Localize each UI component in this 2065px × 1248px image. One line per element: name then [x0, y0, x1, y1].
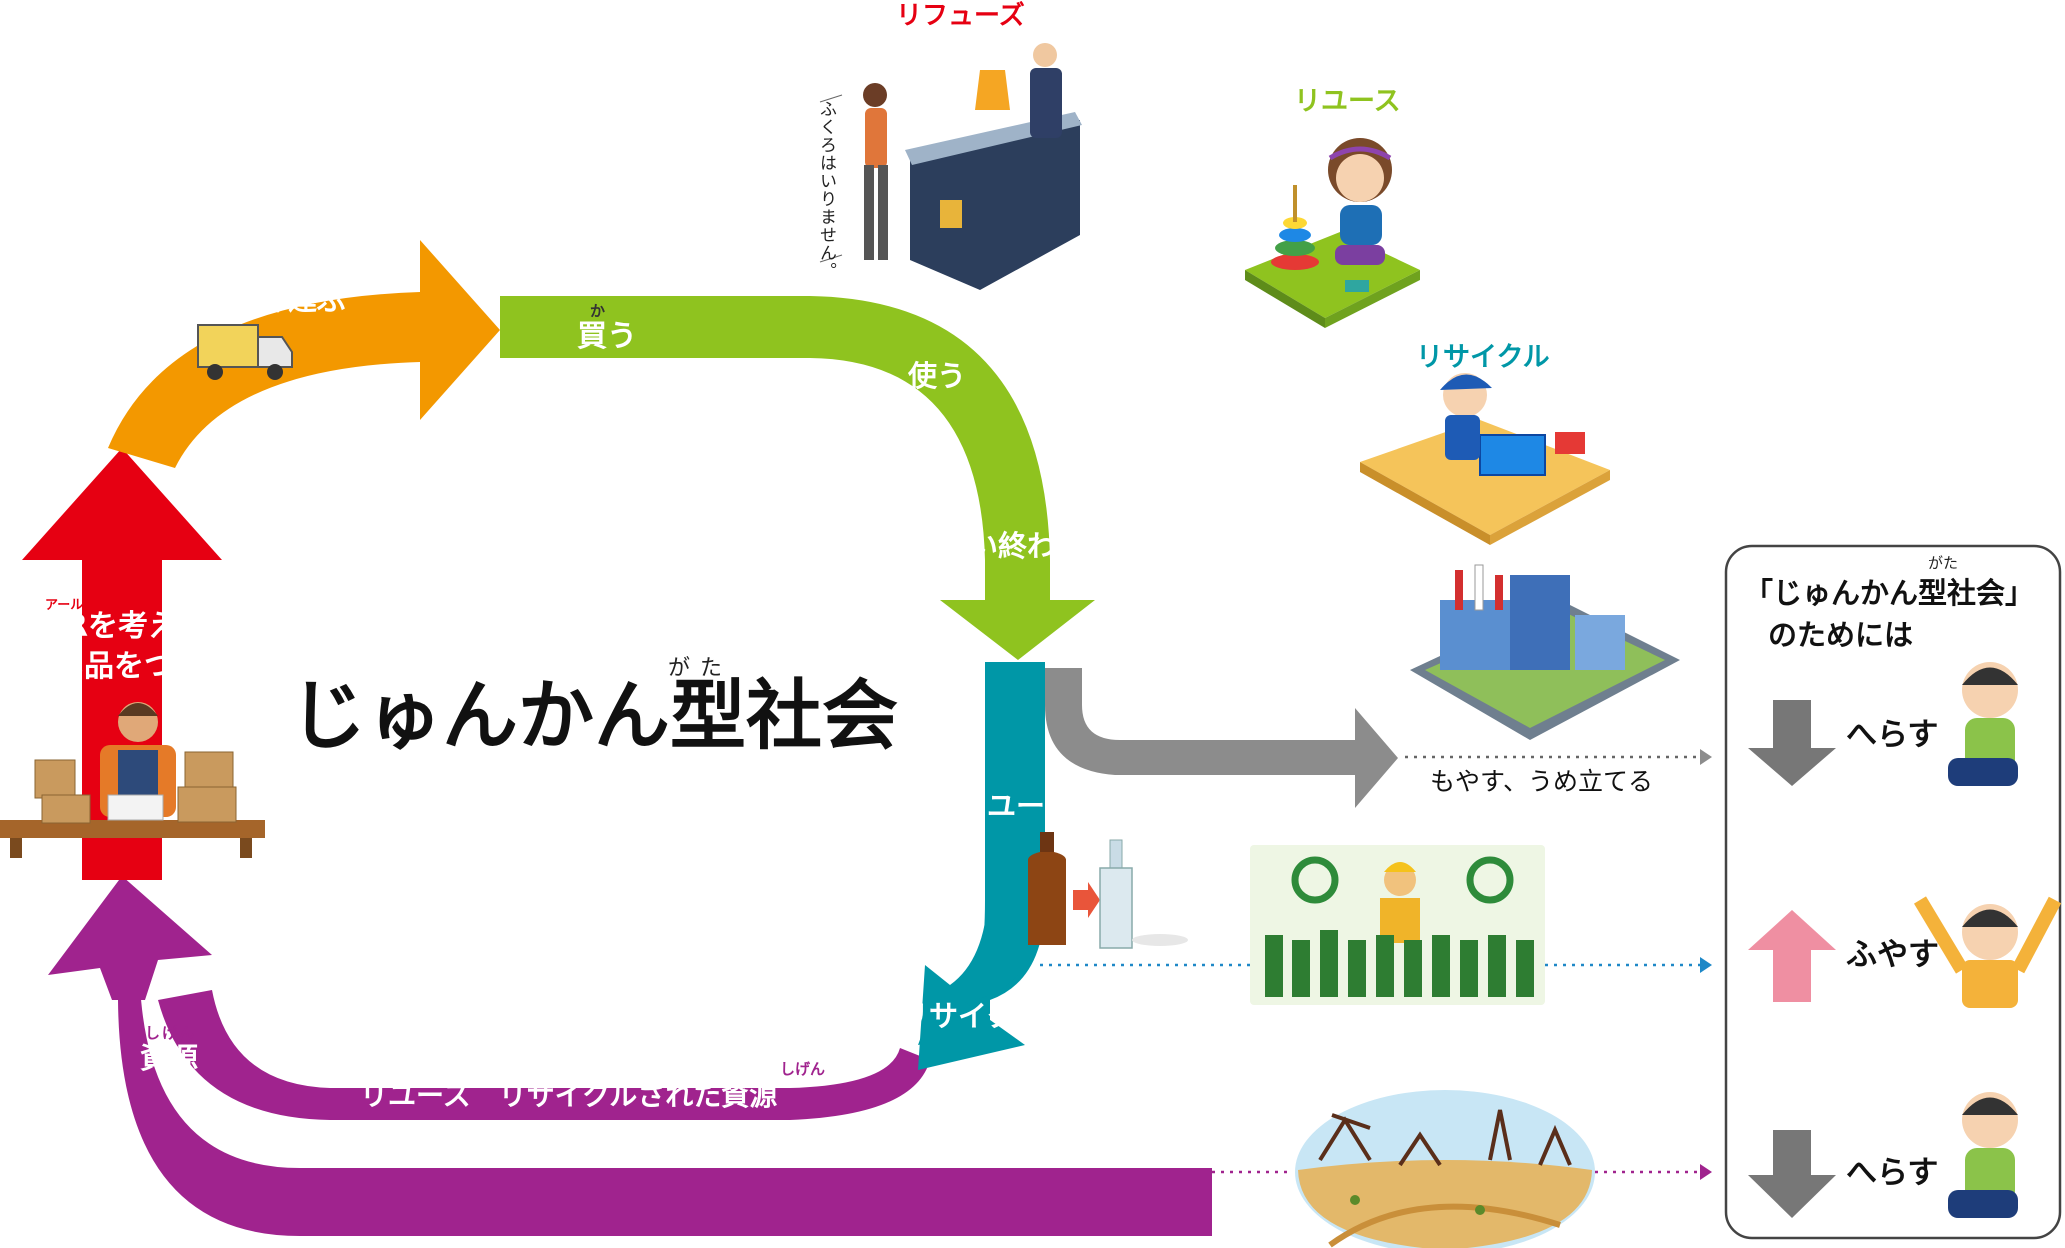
purple-resource-arrow: [118, 985, 1212, 1236]
truck-icon: [197, 324, 293, 380]
buy-ruby: か: [590, 302, 606, 320]
maker-illustration: [0, 702, 265, 858]
oilfield-illustration: [1295, 1090, 1595, 1248]
down-arrow-icon-2: [1748, 1130, 1836, 1218]
sad-boy-icon-1: [1948, 662, 2018, 786]
red-arrow-head: [22, 448, 222, 560]
down-arrow-icon-1: [1748, 700, 1836, 786]
label-recycle-flow: リサイクル: [900, 999, 1044, 1033]
up-arrow-icon: [1748, 910, 1836, 1002]
recycler-illustration: [1250, 845, 1545, 1005]
maker-ruby: アール: [45, 598, 84, 613]
page-title: じゅんかん型社会: [290, 671, 898, 760]
resources-ruby: しげん: [145, 1024, 197, 1042]
refuse-speech: ふくろはいりません。: [816, 100, 836, 280]
label-reuse: リユース: [1294, 86, 1401, 117]
label-transport: むだなく運ぶ: [172, 283, 347, 317]
reuse-child-illustration: [1245, 138, 1420, 328]
label-buy: 買う: [577, 319, 637, 354]
label-recycle: リサイクル: [1416, 342, 1550, 373]
panel-row-reduce-2: へらす: [1846, 1155, 1939, 1191]
bottles-illustration: [1028, 832, 1188, 949]
recycle-mechanic-illustration: [1360, 373, 1610, 545]
green-arrow: [500, 296, 1095, 660]
recycled-resources-ruby: しげん: [780, 1060, 826, 1078]
happy-boy-icon: [1913, 896, 2062, 1008]
gray-arrow: [1045, 668, 1398, 808]
purple-resource-arrow-head: [48, 876, 212, 1000]
panel-title-ruby: がた: [1928, 554, 1959, 572]
label-reuse-flow: リユース: [958, 789, 1073, 823]
refuse-shop-illustration: [819, 43, 1082, 290]
label-burn: もやす、うめ立てる: [1430, 767, 1654, 796]
label-refuse: リフューズ: [896, 1, 1025, 31]
label-use: 使う: [908, 359, 967, 393]
label-maker-line2: せい品をつくる: [24, 649, 234, 684]
label-end-of-use: 使い終わる: [940, 529, 1086, 563]
title-ruby: がた: [668, 656, 733, 681]
orange-arrow: [108, 240, 500, 468]
factory-illustration: [1410, 564, 1680, 740]
sad-boy-icon-2: [1948, 1092, 2018, 1218]
label-recycled-resources: リユース リサイクルされた資源: [360, 1079, 778, 1112]
panel-row-increase: ふやす: [1846, 937, 1939, 973]
panel-title-line2: のためには: [1768, 618, 1914, 652]
panel-row-reduce-1: へらす: [1846, 717, 1939, 753]
panel-title-line1: 「じゅんかん型社会」: [1744, 576, 2035, 610]
label-maker-line1: 4Rを考えて: [44, 609, 207, 644]
label-resources: 資源: [140, 1041, 199, 1075]
